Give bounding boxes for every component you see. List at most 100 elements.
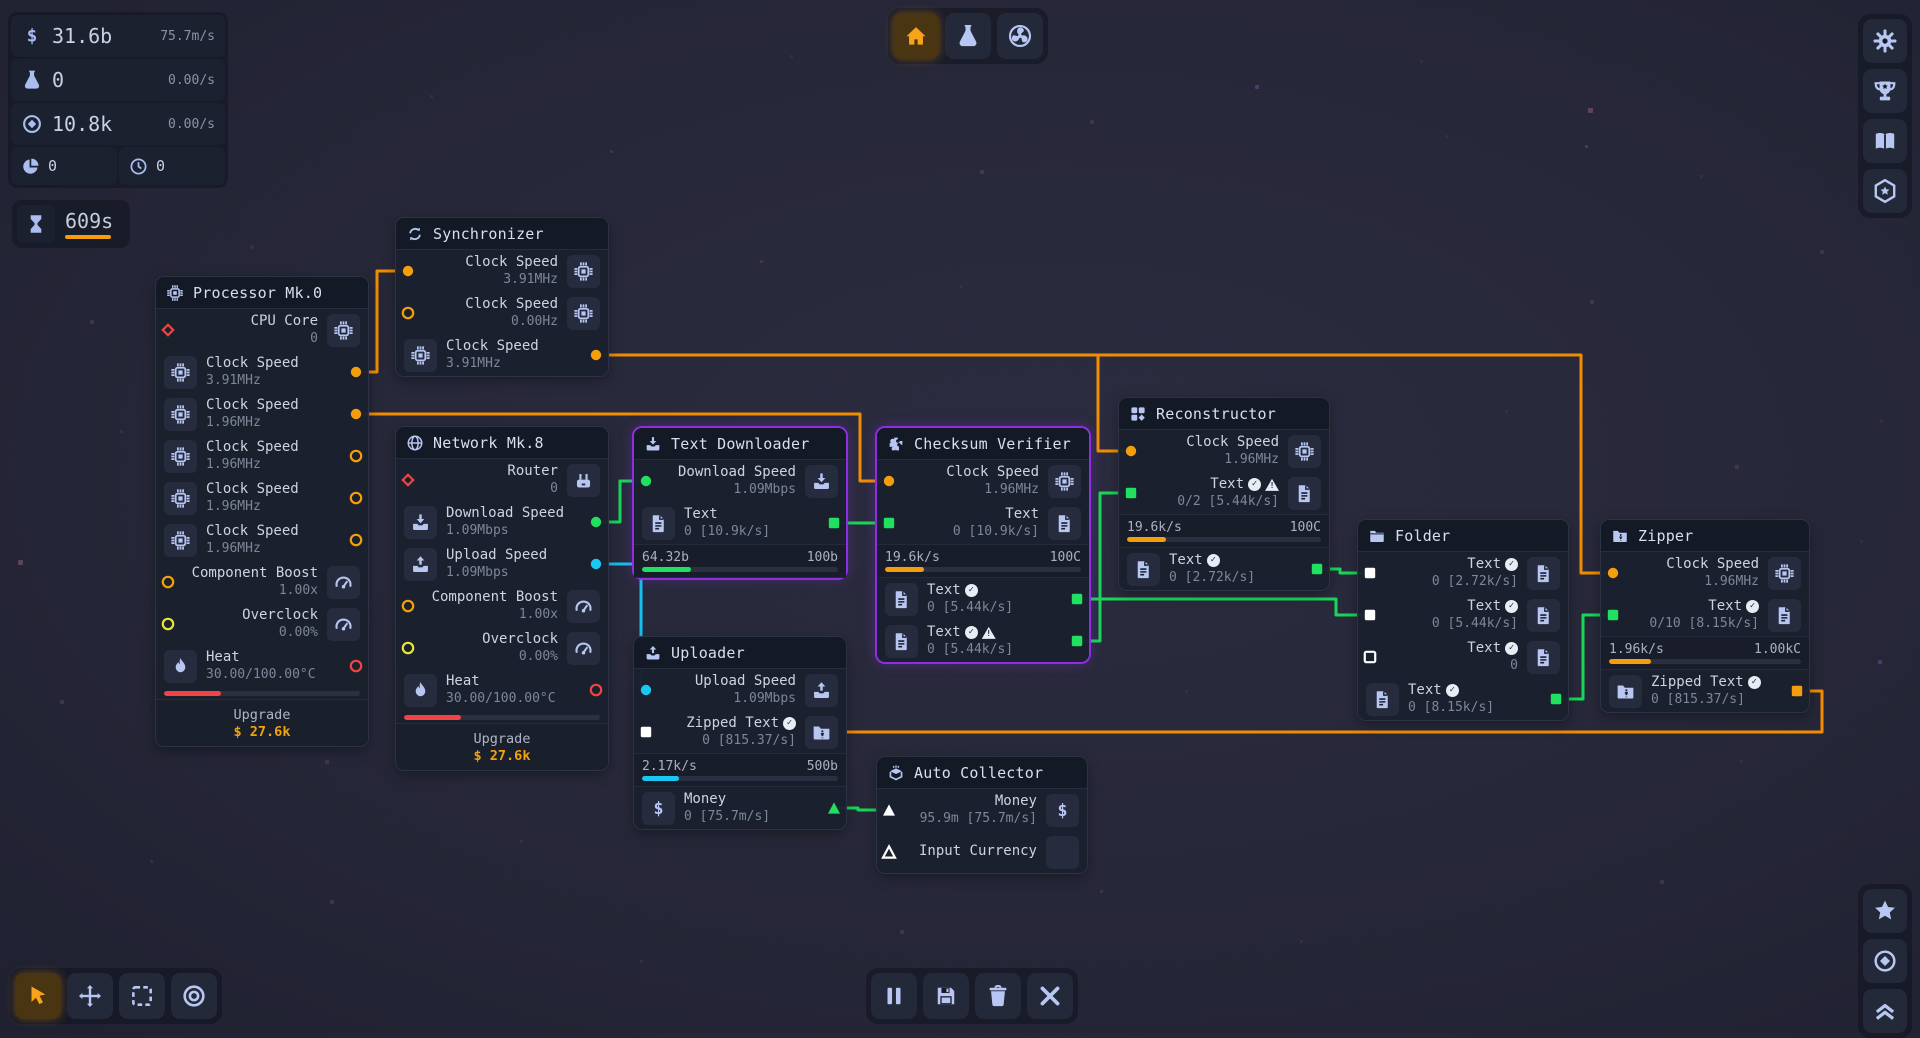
node-header-reconstructor[interactable]: Reconstructor <box>1119 398 1329 430</box>
counter-pie[interactable]: 0 <box>11 147 117 185</box>
upgrade-button[interactable]: Upgrade$ 27.6k <box>396 723 608 770</box>
out-port-circle[interactable] <box>588 556 604 572</box>
chevrons-up-button[interactable] <box>1863 989 1907 1033</box>
star-button[interactable] <box>1863 889 1907 933</box>
out-port-triangle[interactable] <box>826 800 842 816</box>
out-port-square[interactable] <box>826 515 842 531</box>
out-port-square[interactable] <box>1309 561 1325 577</box>
out-port-circle[interactable] <box>588 514 604 530</box>
in-port-square[interactable] <box>1362 565 1378 581</box>
in-port-triangle[interactable] <box>881 802 897 818</box>
close-button[interactable] <box>1027 973 1073 1019</box>
in-port-circle[interactable] <box>160 616 176 632</box>
trash-button[interactable] <box>975 973 1021 1019</box>
target-button[interactable] <box>1863 939 1907 983</box>
out-port-circle[interactable] <box>588 682 604 698</box>
gauge-icon <box>327 607 360 641</box>
in-port-diamond[interactable] <box>400 472 416 488</box>
in-port-circle[interactable] <box>160 574 176 590</box>
in-port-triangle[interactable] <box>881 844 897 860</box>
gear-button[interactable] <box>1863 19 1907 63</box>
circle-o-button[interactable] <box>171 973 217 1019</box>
timer-chip[interactable]: 609s <box>12 200 131 248</box>
book-button[interactable] <box>1863 119 1907 163</box>
out-port-circle[interactable] <box>348 532 364 548</box>
in-port-diamond[interactable] <box>160 322 176 338</box>
in-port-circle[interactable] <box>1605 565 1621 581</box>
star-icon <box>1872 898 1898 924</box>
home-button[interactable] <box>893 13 939 59</box>
move-button[interactable] <box>67 973 113 1019</box>
in-port-circle[interactable] <box>638 682 654 698</box>
turbine-button[interactable] <box>997 13 1043 59</box>
in-port-square[interactable] <box>1362 649 1378 665</box>
out-port-square[interactable] <box>1548 691 1564 707</box>
cursor-button[interactable] <box>15 973 61 1019</box>
in-port-square[interactable] <box>1605 607 1621 623</box>
router-icon <box>567 463 600 497</box>
in-port-circle[interactable] <box>400 305 416 321</box>
node-header-textdownloader[interactable]: Text Downloader <box>634 428 846 460</box>
marquee-button[interactable] <box>119 973 165 1019</box>
node-row-text: Text✓0 [5.44k/s] <box>877 578 1089 620</box>
out-port-square[interactable] <box>1069 633 1085 649</box>
in-port-circle[interactable] <box>400 598 416 614</box>
timer-value: 609s <box>65 209 114 233</box>
node-header-synchronizer[interactable]: Synchronizer <box>396 218 608 250</box>
in-port-square[interactable] <box>1362 607 1378 623</box>
in-port-circle[interactable] <box>400 640 416 656</box>
out-port-circle[interactable] <box>588 347 604 363</box>
star-speck <box>1820 250 1824 254</box>
upgrade-button[interactable]: Upgrade$ 27.6k <box>156 699 368 746</box>
out-port-circle[interactable] <box>348 490 364 506</box>
out-port-circle[interactable] <box>348 448 364 464</box>
flame-icon <box>404 673 437 707</box>
node-header-zipper[interactable]: Zipper <box>1601 520 1809 552</box>
star-speck <box>90 320 94 324</box>
node-header-checksum[interactable]: Checksum Verifier <box>877 428 1089 460</box>
in-port-circle[interactable] <box>1123 443 1139 459</box>
node-header-network[interactable]: Network Mk.8 <box>396 427 608 459</box>
in-port-circle[interactable] <box>638 473 654 489</box>
flask-button[interactable] <box>945 13 991 59</box>
in-port-circle[interactable] <box>881 473 897 489</box>
pause-button[interactable] <box>871 973 917 1019</box>
out-port-square[interactable] <box>1789 683 1805 699</box>
in-port-square[interactable] <box>1123 485 1139 501</box>
in-port-square[interactable] <box>881 515 897 531</box>
star-speck <box>610 150 613 153</box>
in-port-square[interactable] <box>638 724 654 740</box>
in-port-circle[interactable] <box>400 263 416 279</box>
save-button[interactable] <box>923 973 969 1019</box>
trophy-button[interactable] <box>1863 69 1907 113</box>
out-port-circle[interactable] <box>348 364 364 380</box>
out-port-circle[interactable] <box>348 406 364 422</box>
node-header-uploader[interactable]: Uploader <box>634 637 846 669</box>
out-port-square[interactable] <box>1069 591 1085 607</box>
counter-clock[interactable]: 0 <box>119 147 225 185</box>
node-header-processor[interactable]: Processor Mk.0 <box>156 277 368 309</box>
node-header-folder[interactable]: Folder <box>1358 520 1568 552</box>
out-port-circle[interactable] <box>348 658 364 674</box>
node-header-autocollector[interactable]: Auto Collector <box>877 757 1087 789</box>
badge-button[interactable] <box>1863 169 1907 213</box>
